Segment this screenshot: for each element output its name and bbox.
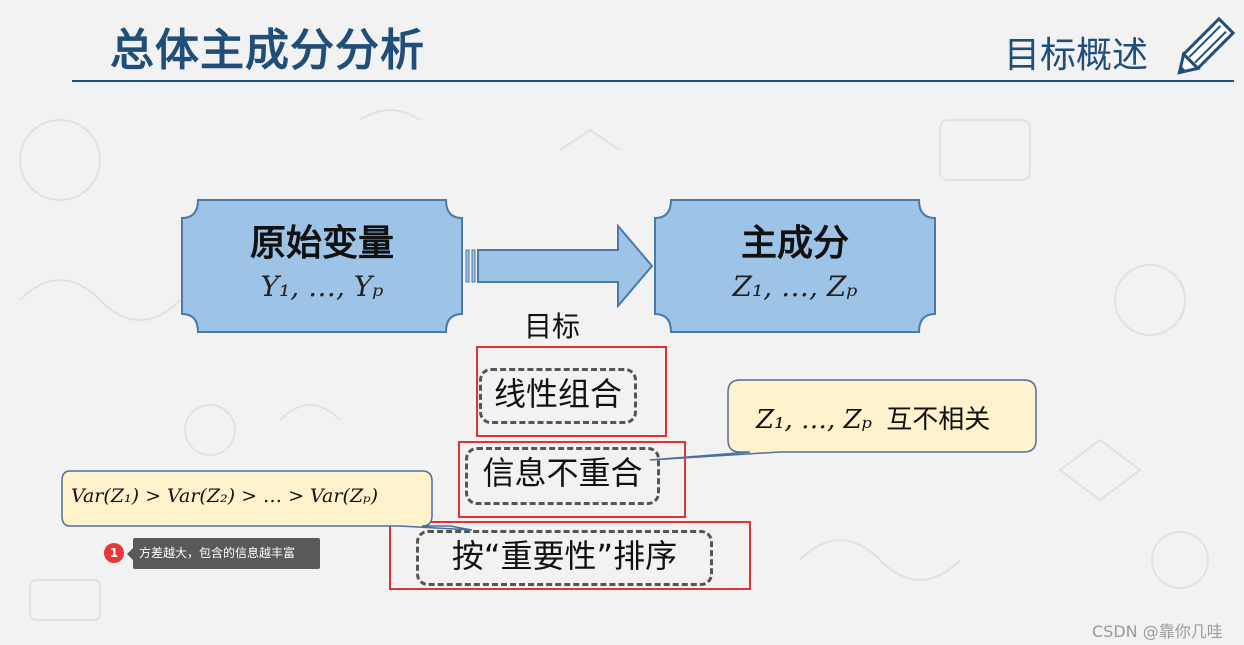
original-variables-node: 原始变量 Y₁, …, Yₚ — [180, 198, 464, 334]
goal-linear-combination: 线性组合 — [479, 368, 637, 424]
goal-no-overlap: 信息不重合 — [465, 447, 660, 505]
goal-importance-order: 按“重要性”排序 — [416, 530, 713, 586]
callout-variance: Var(Z₁) > Var(Z₂) > … > Var(Zₚ) — [71, 485, 378, 507]
node-math: Z₁, …, Zₚ — [653, 270, 937, 303]
node-title: 主成分 — [653, 214, 937, 266]
goal-label-text: 信息不重合 — [482, 454, 642, 492]
goal-label: 目标 — [524, 305, 580, 345]
pencil-icon — [1168, 16, 1236, 84]
watermark: CSDN @靠你几哇 — [1092, 618, 1223, 642]
node-math: Y₁, …, Yₚ — [180, 270, 464, 303]
goal-label-text: 线性组合 — [494, 375, 622, 413]
comment-tooltip: 方差越大，包含的信息越丰富 — [133, 538, 320, 569]
section-subtitle: 目标概述 — [1004, 26, 1148, 78]
right-arrow-icon — [464, 224, 654, 308]
goal-label-text: 按“重要性”排序 — [452, 537, 677, 575]
header-divider — [72, 80, 1234, 82]
callout-text: 互不相关 — [886, 405, 990, 435]
callout-uncorrelated: Z₁, …, Zₚ 互不相关 — [756, 399, 990, 436]
page-title: 总体主成分分析 — [110, 14, 425, 78]
comment-badge[interactable]: 1 — [104, 543, 124, 563]
callout-math: Z₁, …, Zₚ — [756, 405, 872, 435]
node-title: 原始变量 — [180, 214, 464, 266]
principal-components-node: 主成分 Z₁, …, Zₚ — [653, 198, 937, 334]
